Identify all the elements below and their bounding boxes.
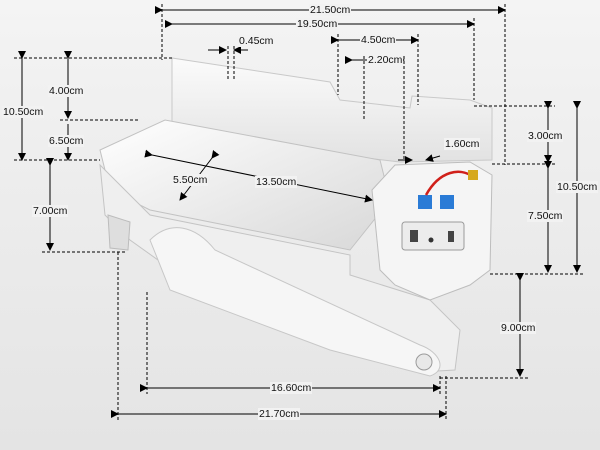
dim-right-total-height: 10.50cm <box>556 181 599 193</box>
dim-switch-box-inner: 2.20cm <box>367 54 404 66</box>
dim-tray-depth: 5.50cm <box>172 174 209 186</box>
terminal-left <box>418 195 432 209</box>
dim-right-top-height: 3.00cm <box>527 130 564 142</box>
dim-left-lower-height: 7.00cm <box>32 205 69 217</box>
switch-slot-right <box>448 231 454 242</box>
switch-panel <box>401 221 465 251</box>
arm-pivot <box>415 353 433 371</box>
dim-tab-width: 1.60cm <box>444 138 481 150</box>
switch-slot-left <box>410 230 418 242</box>
dim-total-top-width: 21.50cm <box>309 4 352 16</box>
dim-right-mid-height: 7.50cm <box>527 210 564 222</box>
terminal-right <box>440 195 454 209</box>
wire-connector <box>468 170 478 180</box>
switch-indicator <box>428 237 434 243</box>
dim-top-inner-width: 19.50cm <box>296 18 339 30</box>
dim-left-total-height: 10.50cm <box>2 106 45 118</box>
dim-left-mid-height: 6.50cm <box>48 135 85 147</box>
dim-arm-length: 16.60cm <box>270 382 313 394</box>
ejector-arm <box>149 227 441 377</box>
dim-bottom-total-width: 21.70cm <box>258 408 301 420</box>
dim-tray-length: 13.50cm <box>255 176 298 188</box>
dim-slot-width: 0.45cm <box>238 35 275 47</box>
dim-left-upper-height: 4.00cm <box>48 85 85 97</box>
dim-switch-box-width: 4.50cm <box>360 34 397 46</box>
left-foot <box>107 214 131 251</box>
front-body <box>99 163 461 373</box>
dim-arm-height: 9.00cm <box>500 322 537 334</box>
